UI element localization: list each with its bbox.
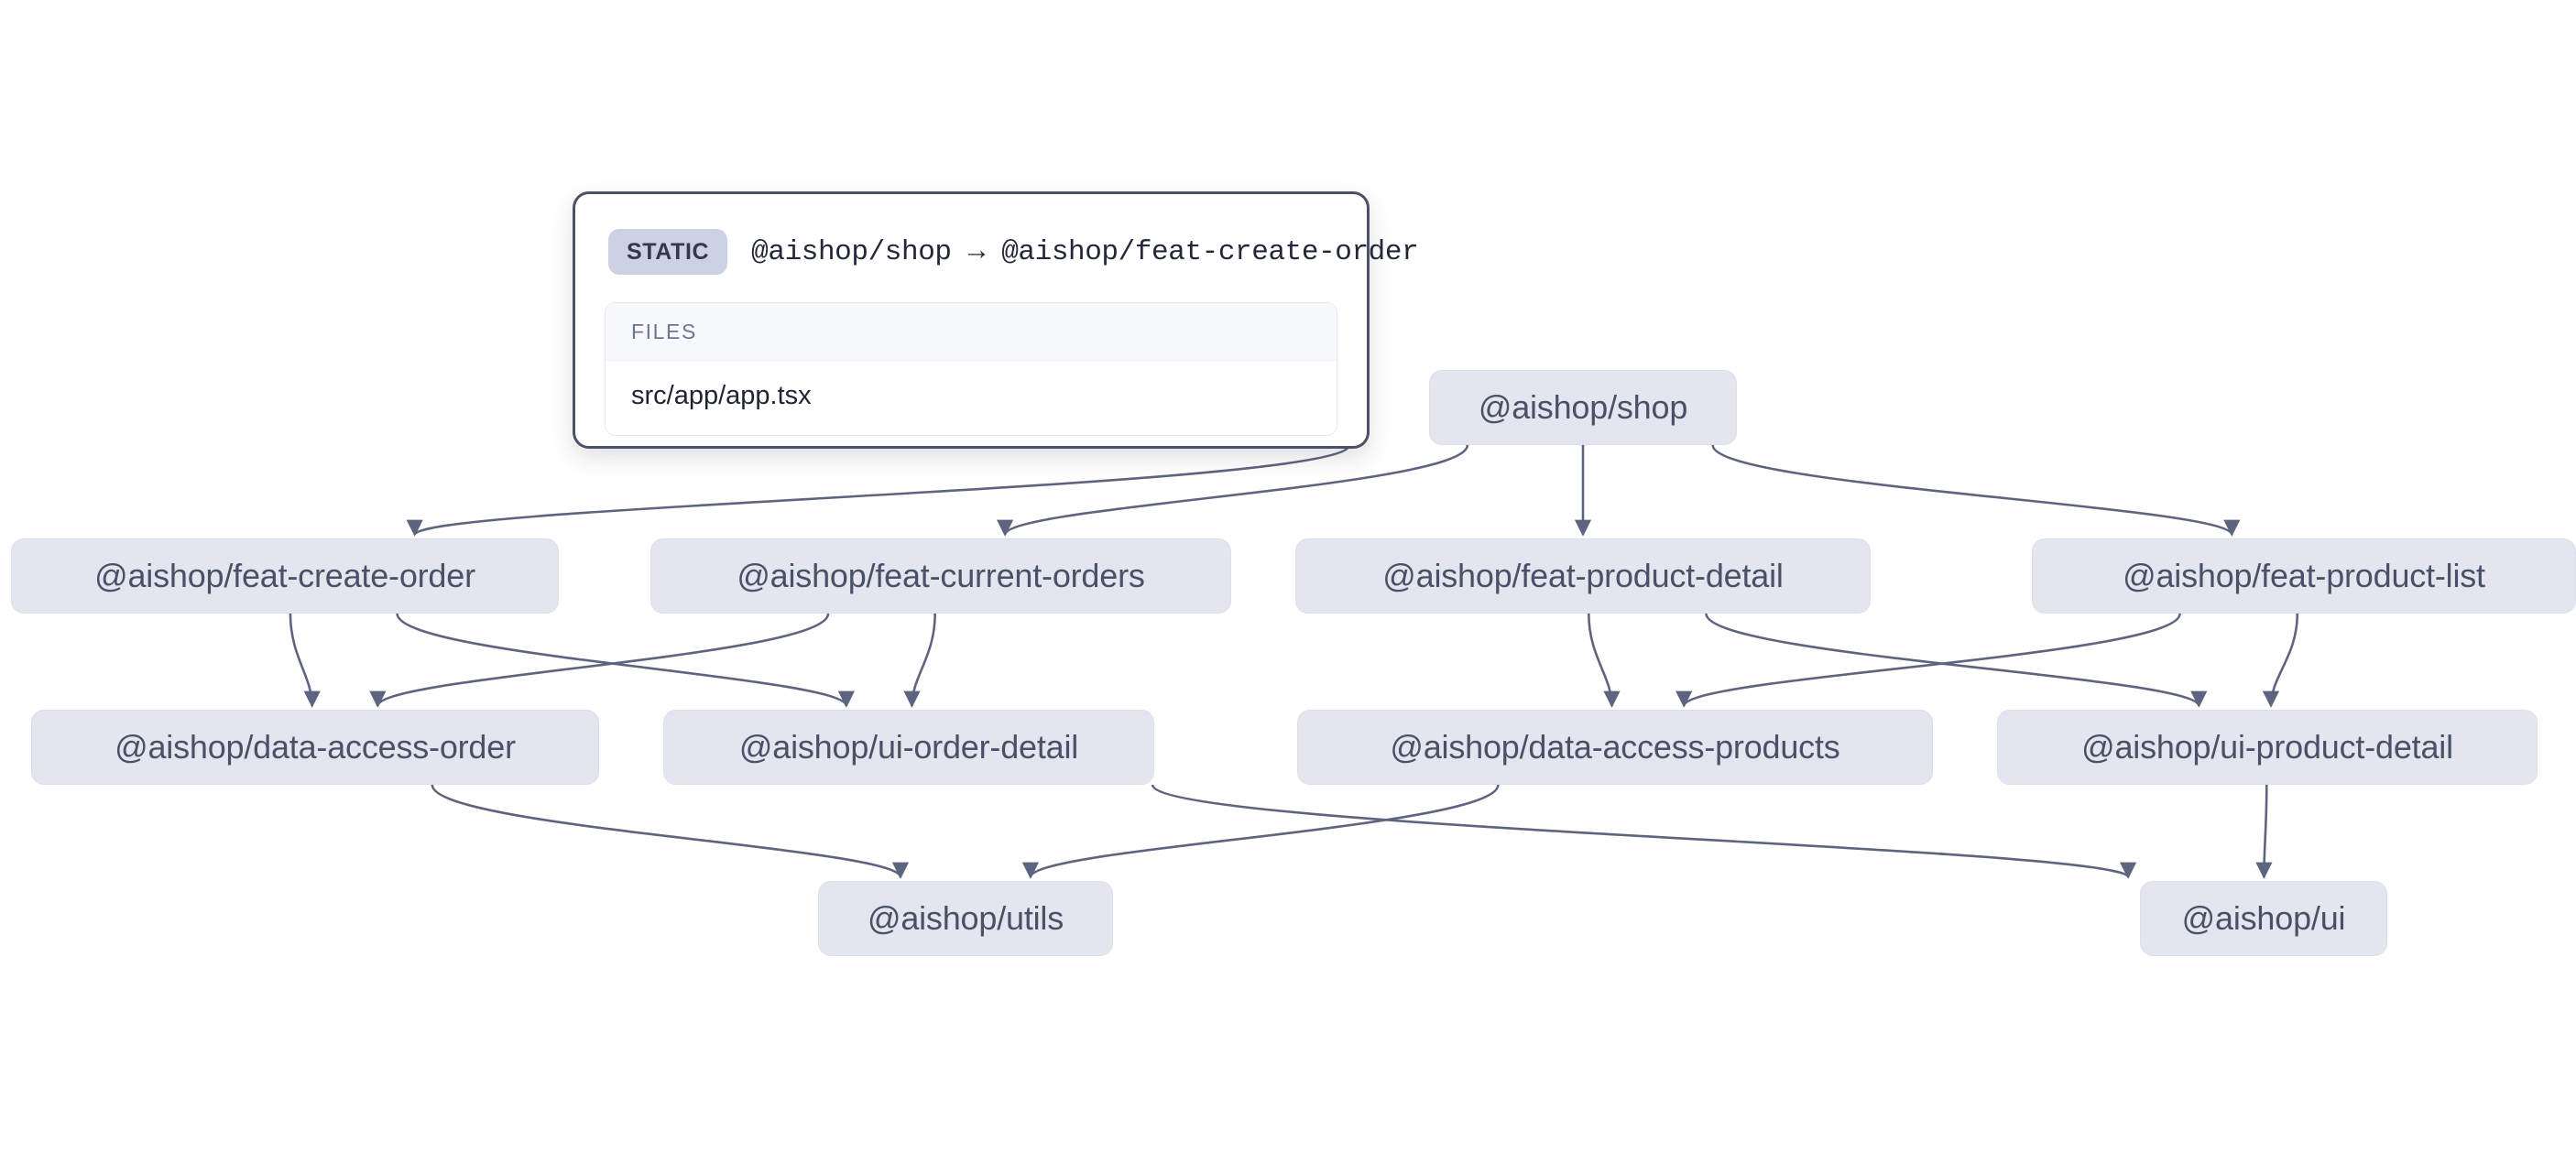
graph-edge-shop-to-feat-current-orders[interactable] — [997, 444, 1469, 537]
graph-edge-ui-product-detail-to-ui[interactable] — [2255, 784, 2273, 879]
edge-detail-card[interactable]: STATIC @aishop/shop → @aishop/feat-creat… — [573, 191, 1419, 449]
edge-layer — [289, 444, 2299, 879]
files-section-header: FILES — [606, 303, 1337, 361]
graph-node-utils[interactable]: @aishop/utils — [818, 881, 1113, 956]
graph-node-label: @aishop/feat-product-detail — [1382, 557, 1784, 594]
graph-node-feat-product-list[interactable]: @aishop/feat-product-list — [2032, 538, 2576, 614]
graph-node-data-access-products[interactable]: @aishop/data-access-products — [1297, 710, 1933, 785]
graph-node-label: @aishop/shop — [1478, 388, 1688, 426]
file-row[interactable]: src/app/app.tsx — [606, 361, 1337, 435]
graph-edge-feat-product-detail-to-ui-product-detail[interactable] — [1705, 613, 2208, 708]
graph-node-label: @aishop/data-access-products — [1390, 728, 1840, 766]
graph-node-feat-current-orders[interactable]: @aishop/feat-current-orders — [650, 538, 1231, 614]
graph-node-label: @aishop/ui — [2181, 899, 2346, 937]
graph-edge-feat-create-order-to-ui-order-detail[interactable] — [396, 613, 855, 708]
graph-node-data-access-order[interactable]: @aishop/data-access-order — [31, 710, 599, 785]
files-panel: FILES src/app/app.tsx — [605, 302, 1337, 436]
graph-edge-feat-product-detail-to-data-access-products[interactable] — [1588, 613, 1621, 708]
graph-node-label: @aishop/utils — [867, 899, 1064, 937]
graph-edge-shop-to-feat-create-order[interactable] — [407, 444, 1351, 537]
graph-node-ui-order-detail[interactable]: @aishop/ui-order-detail — [663, 710, 1154, 785]
graph-edge-data-access-order-to-utils[interactable] — [431, 784, 909, 879]
graph-node-label: @aishop/data-access-order — [115, 728, 516, 766]
graph-edge-ui-order-detail-to-ui[interactable] — [1151, 784, 2136, 879]
graph-node-label: @aishop/feat-product-list — [2123, 557, 2485, 594]
graph-node-label: @aishop/feat-create-order — [94, 557, 475, 594]
graph-node-feat-product-detail[interactable]: @aishop/feat-product-detail — [1295, 538, 1871, 614]
file-list: src/app/app.tsx — [606, 361, 1337, 435]
graph-edge-data-access-products-to-utils[interactable] — [1022, 784, 1500, 879]
graph-edge-feat-product-list-to-ui-product-detail[interactable] — [2262, 613, 2299, 708]
graph-node-ui-product-detail[interactable]: @aishop/ui-product-detail — [1997, 710, 2538, 785]
graph-edge-shop-to-feat-product-list[interactable] — [1711, 444, 2241, 537]
graph-node-shop[interactable]: @aishop/shop — [1429, 370, 1737, 445]
detail-card-header: STATIC @aishop/shop → @aishop/feat-creat… — [575, 194, 1419, 275]
static-badge: STATIC — [608, 229, 728, 275]
graph-edge-feat-product-list-to-data-access-products[interactable] — [1675, 613, 2181, 708]
detail-card-title: @aishop/shop → @aishop/feat-create-order — [751, 235, 1419, 268]
graph-edge-feat-current-orders-to-data-access-order[interactable] — [369, 613, 830, 708]
graph-node-label: @aishop/feat-current-orders — [737, 557, 1145, 594]
graph-node-label: @aishop/ui-product-detail — [2081, 728, 2453, 766]
graph-edge-feat-current-orders-to-ui-order-detail[interactable] — [903, 613, 936, 708]
graph-node-feat-create-order[interactable]: @aishop/feat-create-order — [11, 538, 559, 614]
graph-node-label: @aishop/ui-order-detail — [738, 728, 1079, 766]
graph-edge-feat-create-order-to-data-access-order[interactable] — [289, 613, 321, 708]
graph-node-ui[interactable]: @aishop/ui — [2140, 881, 2387, 956]
